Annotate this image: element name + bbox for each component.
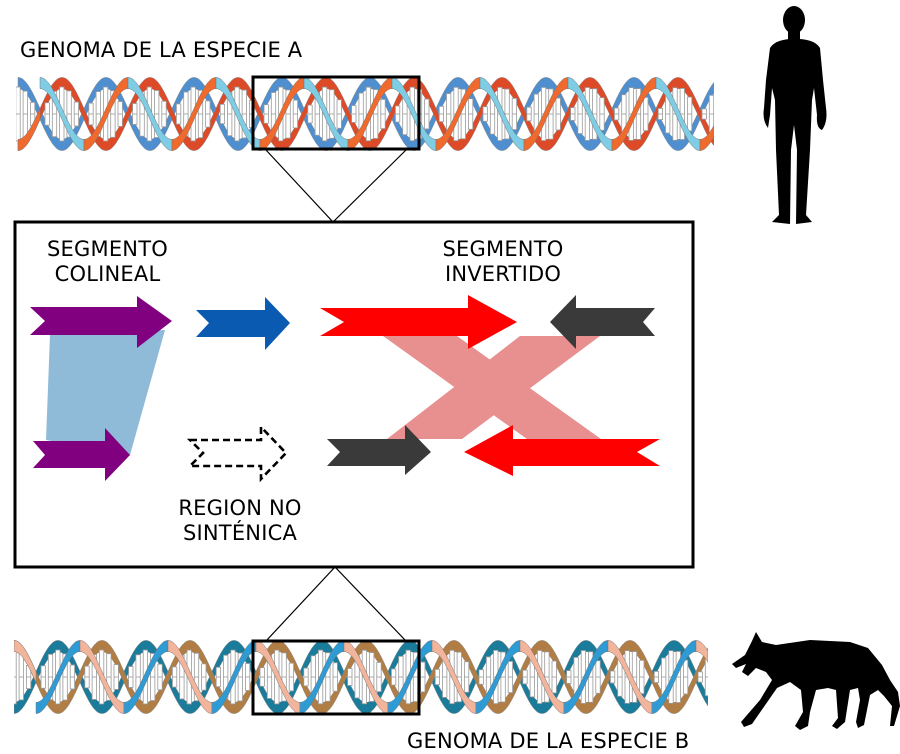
inversion-link-band-2 xyxy=(387,336,600,439)
inverted-red-arrow-species-b xyxy=(464,425,660,476)
colineal-label-line1: SEGMENTO xyxy=(47,237,168,261)
zoom-connector-top xyxy=(265,149,407,223)
species-a-genome-label: GENOMA DE LA ESPECIE A xyxy=(20,38,303,62)
human-silhouette-icon xyxy=(763,6,827,224)
dna-helix-species-a xyxy=(16,77,714,151)
inverted-label-line2: INVERTIDO xyxy=(444,262,562,286)
colineal-arrow-species-b xyxy=(33,428,130,481)
non-syntenic-region-label: REGION NO SINTÉNICA xyxy=(155,496,325,546)
dna-helix-species-b xyxy=(14,640,708,714)
inverted-dark-arrow-species-b xyxy=(327,425,431,475)
colineal-arrow-species-a xyxy=(30,296,172,348)
non-syntenic-arrow-species-a xyxy=(196,297,290,350)
non-syntenic-label-line2: SINTÉNICA xyxy=(182,521,298,545)
inverted-label-line1: SEGMENTO xyxy=(442,237,564,261)
dna-strand-back xyxy=(17,77,714,151)
inverted-segment-label: SEGMENTO INVERTIDO xyxy=(413,237,593,287)
species-b-genome-label: GENOMA DE LA ESPECIE B xyxy=(407,729,690,753)
inverted-dark-arrow-species-a xyxy=(550,295,655,349)
zoom-box-species-b xyxy=(251,639,421,716)
inverted-red-arrow-species-a xyxy=(320,295,517,349)
non-syntenic-arrow-species-b-missing xyxy=(186,423,288,483)
colineal-label-line2: COLINEAL xyxy=(54,262,161,286)
dna-strand-back xyxy=(14,640,708,714)
non-syntenic-label-line1: REGION NO xyxy=(178,496,302,520)
zoom-box-species-a xyxy=(251,75,421,151)
dna-strand-front xyxy=(17,108,41,151)
colineal-segment-label: SEGMENTO COLINEAL xyxy=(20,237,195,287)
zoom-connector-bottom xyxy=(265,566,407,642)
dna-strand-front xyxy=(699,124,714,151)
dna-strand-front xyxy=(695,640,708,663)
dna-strand-front xyxy=(14,640,37,683)
wolf-silhouette-icon xyxy=(732,632,900,730)
colineal-link-band xyxy=(46,330,165,455)
